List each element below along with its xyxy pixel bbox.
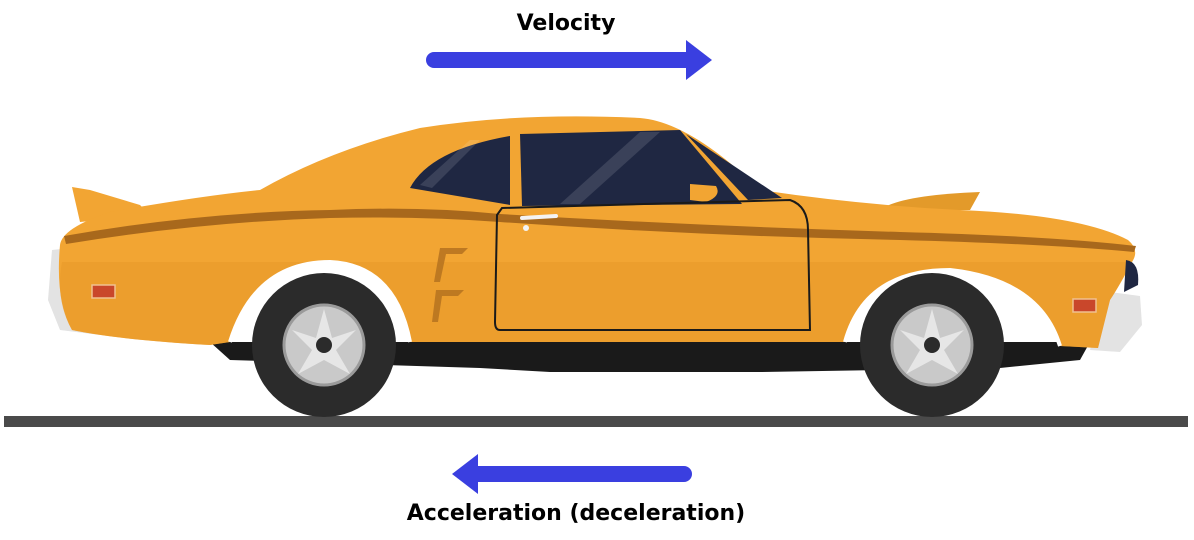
ground-line	[4, 416, 1188, 427]
rear-window	[410, 136, 516, 206]
side-mirror	[690, 184, 718, 202]
front-window	[520, 130, 742, 206]
velocity-arrow	[426, 40, 712, 80]
tail-light	[91, 284, 116, 299]
rear-wheel	[252, 273, 396, 417]
door-outline	[493, 198, 812, 331]
car-illustration	[48, 116, 1142, 417]
acceleration-arrow	[452, 454, 692, 494]
acceleration-label: Acceleration (deceleration)	[406, 501, 746, 526]
front-marker-light	[1072, 298, 1097, 313]
door-handle	[520, 214, 558, 220]
front-wheel	[860, 273, 1004, 417]
velocity-label: Velocity	[516, 11, 616, 36]
